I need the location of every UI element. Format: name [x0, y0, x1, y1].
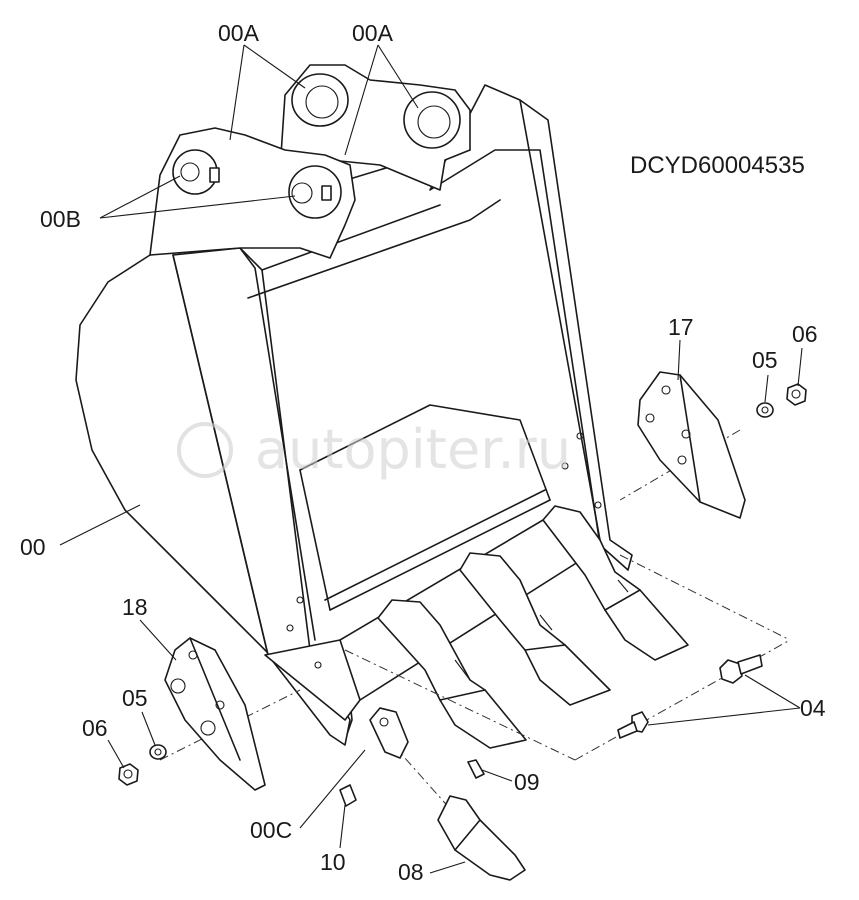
nut-06-left — [118, 763, 139, 786]
nut-06-right — [786, 383, 807, 406]
leader-lines — [59, 44, 803, 874]
bucket-teeth — [377, 505, 689, 749]
label-00a-right: 00A — [352, 20, 394, 46]
label-05-left: 05 — [122, 685, 148, 711]
part-labels: 00A 00A 00B 00 00C 17 05 06 18 05 06 04 … — [20, 20, 826, 885]
label-06-left: 06 — [82, 715, 108, 741]
watermark-text: autopiter.ru — [255, 418, 571, 481]
label-17: 17 — [668, 314, 694, 340]
label-00c: 00C — [250, 817, 292, 843]
tooth-3 — [542, 505, 689, 661]
side-cutter-17 — [637, 371, 746, 519]
linkage-brackets — [149, 64, 471, 259]
tooth-08 — [437, 795, 526, 881]
adapter-00c — [369, 707, 409, 759]
label-00: 00 — [20, 534, 46, 560]
washer-05-left — [149, 744, 167, 760]
label-10: 10 — [320, 849, 346, 875]
lock-10 — [339, 784, 357, 807]
watermark-logo-icon — [177, 422, 233, 478]
tooth-1 — [377, 599, 527, 749]
label-00b: 00B — [40, 206, 81, 232]
label-04: 04 — [800, 695, 826, 721]
pin-09 — [467, 759, 485, 779]
label-05-right: 05 — [752, 347, 778, 373]
bolt-04-lower — [617, 711, 649, 739]
watermark: autopiter.ru — [177, 418, 571, 481]
label-00a-left: 00A — [218, 20, 260, 46]
side-cutter-18 — [164, 637, 266, 791]
drawing-code: DCYD60004535 — [630, 152, 805, 179]
label-08: 08 — [398, 859, 424, 885]
tooth-2 — [459, 552, 611, 706]
label-18: 18 — [122, 594, 148, 620]
label-06-right: 06 — [792, 321, 818, 347]
bolt-04-upper — [719, 654, 763, 684]
label-09: 09 — [514, 769, 540, 795]
washer-05-right — [756, 402, 774, 418]
bucket-body — [75, 84, 633, 746]
